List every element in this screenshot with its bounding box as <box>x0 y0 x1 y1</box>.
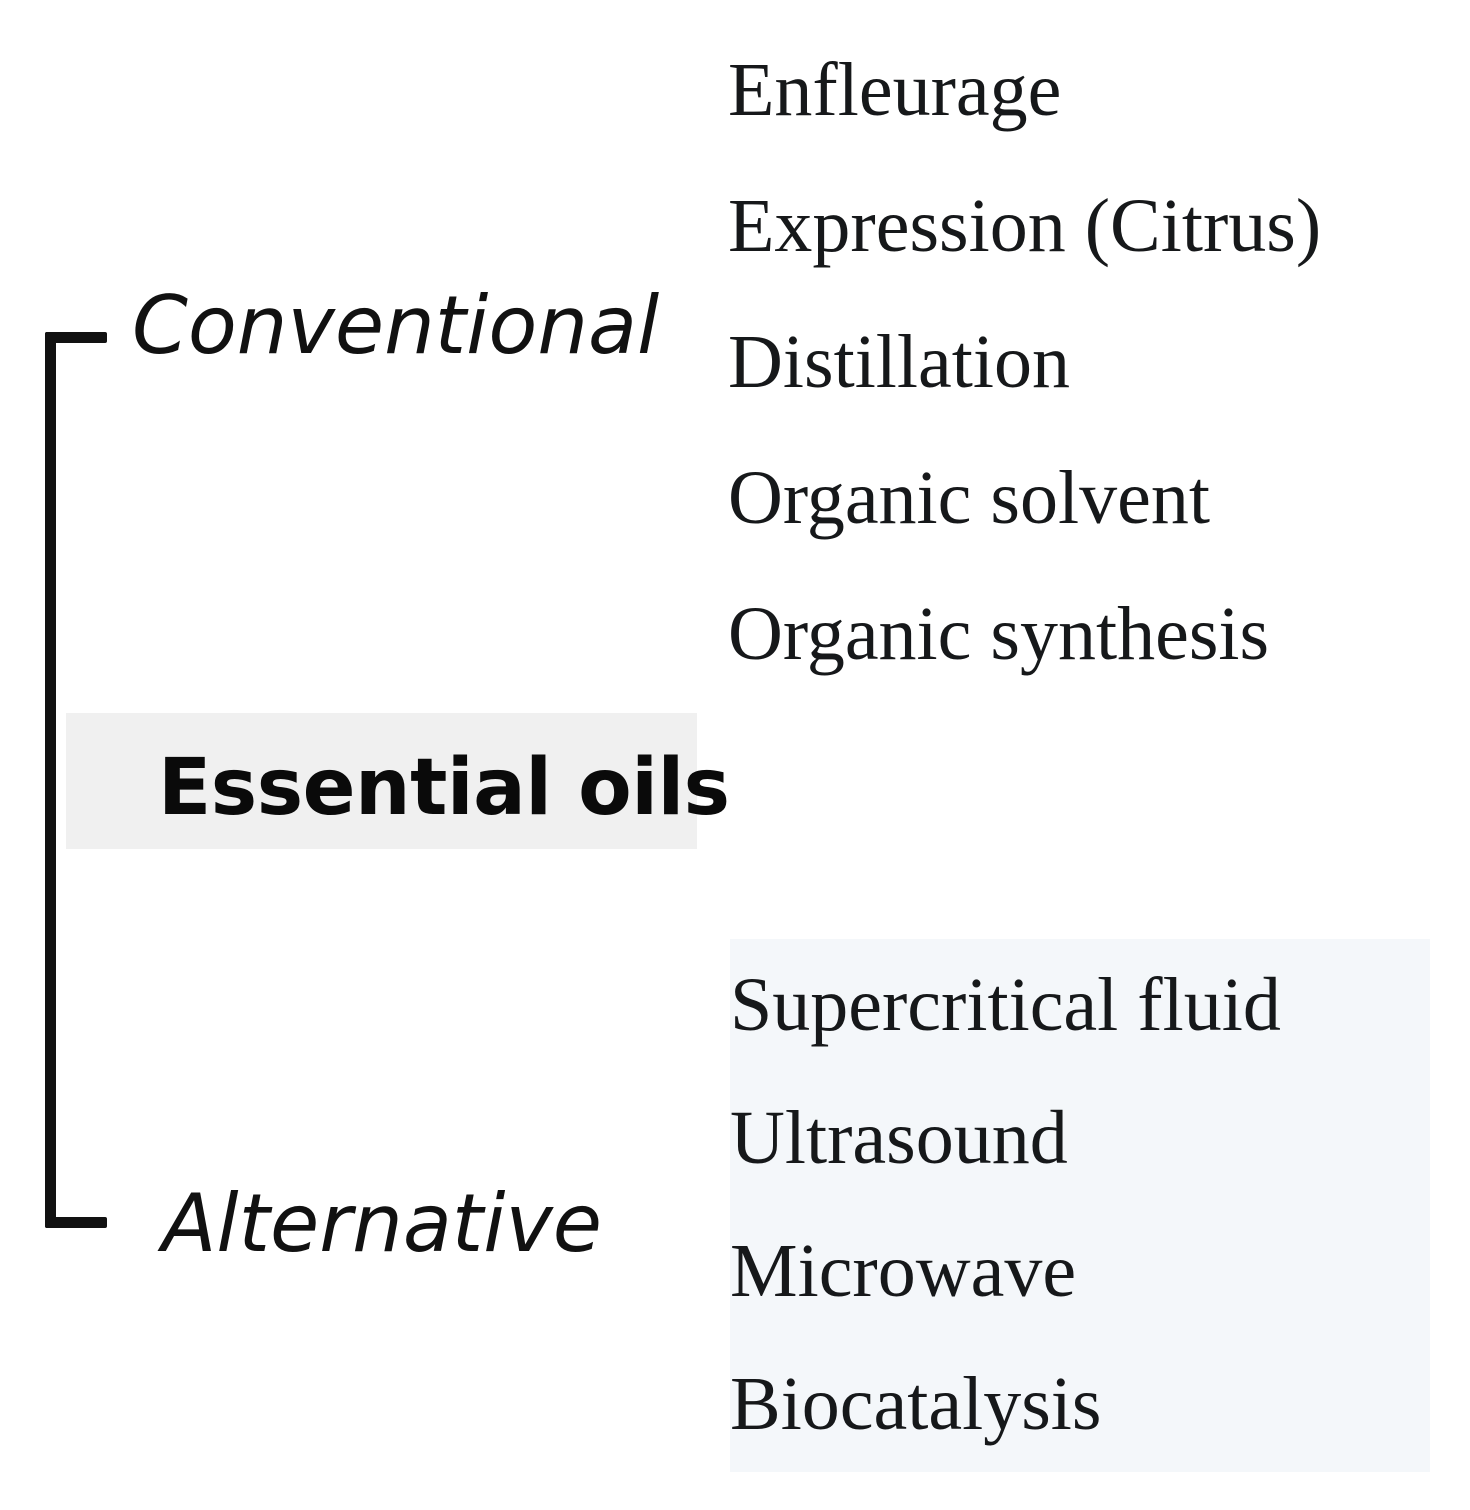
list-item: Enfleurage <box>728 48 1062 132</box>
alternative-methods-list: Supercritical fluid Ultrasound Microwave… <box>730 939 1430 1471</box>
page-title: Essential oils <box>158 743 730 833</box>
category-label-conventional: Conventional <box>132 279 660 372</box>
list-item: Distillation <box>728 320 1070 404</box>
category-label-alternative: Alternative <box>161 1177 602 1270</box>
list-item: Ultrasound <box>730 1096 1068 1180</box>
list-item: Expression (Citrus) <box>728 184 1322 268</box>
list-item: Microwave <box>730 1229 1077 1313</box>
center-title-highlight: Essential oils <box>66 713 730 849</box>
list-item: Biocatalysis <box>730 1362 1102 1446</box>
list-item: Organic solvent <box>728 456 1210 540</box>
list-item: Organic synthesis <box>728 592 1270 676</box>
alternative-methods-highlight: Supercritical fluid Ultrasound Microwave… <box>730 939 1430 1472</box>
bracket-vertical-stem <box>45 332 56 1228</box>
bracket-top-arm <box>45 332 107 343</box>
conventional-methods-list: Enfleurage Expression (Citrus) Distillat… <box>728 22 1321 702</box>
list-item: Supercritical fluid <box>730 963 1281 1047</box>
grouping-bracket <box>45 332 107 1228</box>
bracket-bottom-arm <box>45 1217 107 1228</box>
